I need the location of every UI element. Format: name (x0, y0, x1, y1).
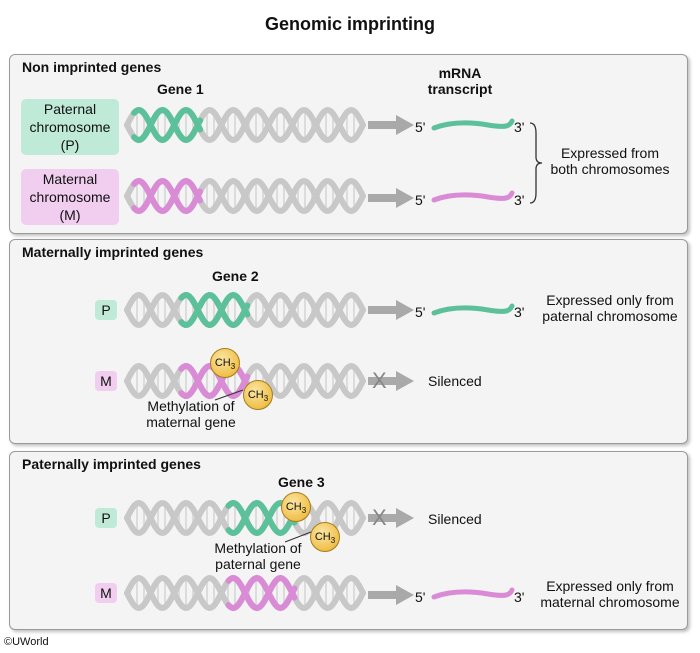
dna-helix-paternal (124, 106, 366, 144)
five-prime-label: 5' (415, 192, 426, 208)
expressed-maternal-label: Expressed only from maternal chromosome (540, 578, 680, 610)
silenced-label: Silenced (428, 373, 482, 389)
methyl-group-icon: CH3 (243, 380, 273, 410)
methylation-label: Methylation of maternal gene (146, 398, 236, 430)
dna-helix-maternal (124, 177, 366, 215)
paternal-tag: P (95, 300, 117, 320)
arrow-icon (368, 300, 414, 320)
methylation-pointer (214, 389, 244, 401)
silenced-label: Silenced (428, 511, 482, 527)
methyl-group-icon: CH3 (281, 492, 311, 522)
copyright: ©UWorld (4, 636, 49, 648)
dna-helix-maternal (124, 574, 366, 612)
methyl-group-icon: CH3 (310, 522, 340, 552)
panel-maternally-imprinted: Maternally imprinted genes Gene 2 P M CH… (9, 239, 688, 444)
three-prime-label: 3' (514, 589, 525, 605)
five-prime-label: 5' (415, 304, 426, 320)
three-prime-label: 3' (514, 192, 525, 208)
five-prime-label: 5' (415, 589, 426, 605)
expressed-both-label: Expressed from both chromosomes (550, 145, 670, 177)
panel-title: Maternally imprinted genes (22, 244, 204, 260)
mrna-transcript-paternal (431, 118, 515, 131)
mrna-transcript-paternal (431, 303, 515, 316)
paternal-chromosome-label: Paternal chromosome (P) (21, 99, 119, 155)
arrow-icon (368, 371, 414, 391)
maternal-tag: M (95, 583, 117, 603)
arrow-icon (368, 115, 414, 135)
panel-title: Non imprinted genes (22, 59, 162, 75)
three-prime-label: 3' (514, 304, 525, 320)
gene-label: Gene 1 (157, 81, 204, 97)
maternal-chromosome-label: Maternal chromosome (M) (21, 169, 119, 225)
arrow-icon (368, 508, 414, 528)
panel-non-imprinted: Non imprinted genes Gene 1 mRNA transcri… (9, 54, 688, 234)
three-prime-label: 3' (514, 119, 525, 135)
methylation-label: Methylation of paternal gene (214, 540, 302, 572)
five-prime-label: 5' (415, 119, 426, 135)
expressed-paternal-label: Expressed only from paternal chromosome (542, 292, 678, 324)
methyl-group-icon: CH3 (210, 348, 240, 378)
panel-paternally-imprinted: Paternally imprinted genes Gene 3 P M CH… (9, 451, 688, 630)
mrna-transcript-maternal (431, 190, 515, 203)
paternal-tag: P (95, 508, 117, 528)
panel-title: Paternally imprinted genes (22, 456, 201, 472)
silenced-x-icon: X (372, 368, 387, 393)
methylation-pointer (284, 531, 312, 543)
gene-label: Gene 3 (278, 474, 325, 490)
dna-helix-paternal (124, 291, 366, 329)
mrna-transcript-maternal (431, 587, 515, 600)
maternal-tag: M (95, 371, 117, 391)
arrow-icon (368, 585, 414, 605)
arrow-icon (368, 188, 414, 208)
diagram-title: Genomic imprinting (264, 14, 435, 34)
gene-label: Gene 2 (212, 268, 259, 284)
bracket-icon (529, 122, 543, 204)
silenced-x-icon: X (372, 505, 387, 530)
mrna-header: mRNA transcript (427, 65, 493, 97)
